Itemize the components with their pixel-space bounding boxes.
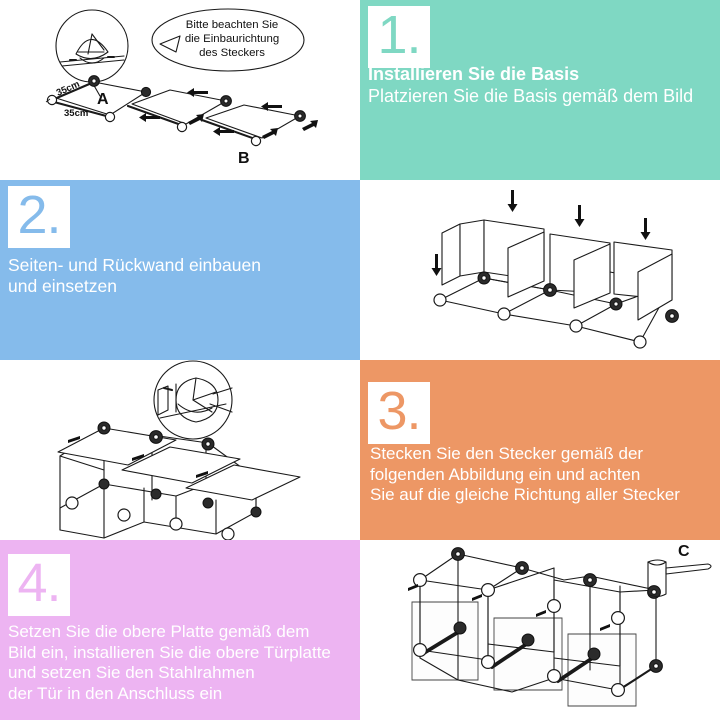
step-1-body: Platzieren Sie die Basis gemäß dem Bild xyxy=(368,85,694,106)
bubble-line-2: die Einbaurichtung xyxy=(185,33,279,45)
wall-panels xyxy=(441,219,673,321)
base-frame-a: A 35cm 35cm xyxy=(45,75,152,123)
illustration-step-4: C xyxy=(360,540,720,720)
step-2-body-line-1: Seiten- und Rückwand einbauen xyxy=(8,255,261,275)
connector-knobs xyxy=(433,271,679,349)
svg-text:35cm: 35cm xyxy=(64,108,88,119)
bubble-line-3: des Steckers xyxy=(199,47,265,59)
tool-hammer-c: C xyxy=(647,543,712,598)
label-part-a: A xyxy=(97,91,109,108)
step-panel-3: 3. Stecken Sie den Stecker gemäß der fol… xyxy=(360,360,720,540)
step1-artwork: Bitte beachten Sie die Einbaurichtung de… xyxy=(45,8,318,167)
step-1-text: Installieren Sie die Basis Platzieren Si… xyxy=(368,64,714,108)
step-3-badge: 3. xyxy=(368,382,430,444)
direction-ticks xyxy=(408,584,610,631)
step4-artwork: C xyxy=(408,543,712,707)
illustration-step-3 xyxy=(0,360,360,540)
step-1-badge: 1. xyxy=(368,6,430,68)
step2-artwork xyxy=(431,190,679,349)
base-frame-b: B xyxy=(200,102,318,167)
step-3-body-line-1: Stecken Sie den Stecker gemäß der xyxy=(370,444,644,463)
step-4-body-line-1: Setzen Sie die obere Platte gemäß dem xyxy=(8,622,310,641)
step-2-body-line-2: und einsetzen xyxy=(8,276,117,297)
step-4-text: Setzen Sie die obere Platte gemäß dem Bi… xyxy=(8,622,354,705)
illustration-step-1: Bitte beachten Sie die Einbaurichtung de… xyxy=(0,0,360,180)
connector-knobs-step4 xyxy=(412,547,663,698)
dimension-35cm-bottom: 35cm xyxy=(64,108,88,119)
svg-text:35cm: 35cm xyxy=(55,79,82,99)
step-4-number: 4. xyxy=(17,553,61,613)
step-4-badge: 4. xyxy=(8,554,70,616)
step-1-number: 1. xyxy=(377,5,421,65)
placement-arrows xyxy=(68,436,208,478)
step-1-heading: Installieren Sie die Basis xyxy=(368,64,580,84)
door-plates xyxy=(411,601,637,707)
step-2-number: 2. xyxy=(17,185,61,245)
label-part-c: C xyxy=(678,543,690,560)
connector-knobs-step3 xyxy=(65,421,262,540)
bubble-line-1: Bitte beachten Sie xyxy=(186,19,278,31)
step-panel-4: 4. Setzen Sie die obere Platte gemäß dem… xyxy=(0,540,360,720)
step3-artwork xyxy=(57,360,301,540)
speech-bubble: Bitte beachten Sie die Einbaurichtung de… xyxy=(151,8,305,72)
step-3-text: Stecken Sie den Stecker gemäß der folgen… xyxy=(370,444,714,506)
insertion-arrows xyxy=(431,190,651,276)
step-4-body-line-3: und setzen Sie den Stahlrahmen xyxy=(8,663,255,683)
base-frame-middle xyxy=(126,88,232,133)
top-plates xyxy=(57,427,301,501)
step-4-body-line-4: der Tür in den Anschluss ein xyxy=(8,684,223,704)
label-part-b: B xyxy=(238,150,250,167)
step-2-text: Seiten- und Rückwand einbauen und einset… xyxy=(8,255,354,298)
illustration-step-2 xyxy=(360,180,720,360)
detail-circle-plug xyxy=(153,360,233,440)
step-3-body-line-2: folgenden Abbildung ein und achten xyxy=(370,464,641,484)
step-3-body-line-3: Sie auf die gleiche Richtung aller Steck… xyxy=(370,485,680,505)
step-panel-2: 2. Seiten- und Rückwand einbauen und ein… xyxy=(0,180,360,360)
step-3-number: 3. xyxy=(377,381,421,441)
step-4-body-line-2: Bild ein, installieren Sie die obere Tür… xyxy=(8,642,331,662)
step-2-badge: 2. xyxy=(8,186,70,248)
step-panel-1: 1. Installieren Sie die Basis Platzieren… xyxy=(360,0,720,180)
